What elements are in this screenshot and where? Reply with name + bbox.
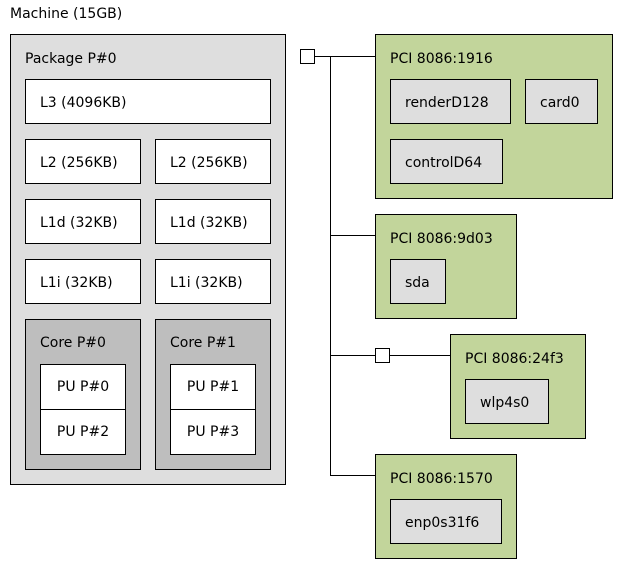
core-label: Core P#1 (170, 335, 236, 351)
os-device-controld64: controlD64 (390, 139, 503, 184)
pci-label: PCI 8086:1570 (390, 471, 493, 487)
l2-cache-label: L2 (256KB) (40, 155, 118, 171)
pu-3: PU P#3 (170, 409, 256, 455)
l1i-cache-1: L1i (32KB) (155, 259, 271, 304)
pci-link-3 (330, 475, 375, 476)
os-device-label: enp0s31f6 (405, 515, 480, 531)
l1d-cache-1: L1d (32KB) (155, 199, 271, 244)
pu-2: PU P#2 (40, 409, 126, 455)
host-bridge-link (315, 56, 375, 57)
pci-link-2 (330, 355, 375, 356)
l1d-cache-label: L1d (32KB) (40, 215, 118, 231)
l3-cache: L3 (4096KB) (25, 79, 271, 124)
l1i-cache-label: L1i (32KB) (170, 275, 243, 291)
os-device-label: controlD64 (405, 155, 483, 171)
l1i-cache-0: L1i (32KB) (25, 259, 141, 304)
pu-0: PU P#0 (40, 364, 126, 410)
l2-cache-0: L2 (256KB) (25, 139, 141, 184)
pci-label: PCI 8086:24f3 (465, 351, 564, 367)
pci-link-1 (330, 235, 375, 236)
pu-label: PU P#0 (56, 379, 110, 395)
os-device-label: wlp4s0 (480, 395, 530, 411)
os-device-wlp4s0: wlp4s0 (465, 379, 549, 424)
os-device-label: card0 (540, 95, 580, 111)
pci-label: PCI 8086:9d03 (390, 231, 493, 247)
os-device-renderd128: renderD128 (390, 79, 511, 124)
os-device-sda: sda (390, 259, 446, 304)
l1d-cache-0: L1d (32KB) (25, 199, 141, 244)
os-device-label: sda (405, 275, 430, 291)
pci-bridge-square (375, 348, 390, 363)
pci-bus-trunk (330, 56, 331, 476)
core-label: Core P#0 (40, 335, 106, 351)
pci-link-2b (390, 355, 450, 356)
host-bridge-square (300, 49, 315, 64)
l3-cache-label: L3 (4096KB) (40, 95, 127, 111)
pu-1: PU P#1 (170, 364, 256, 410)
pu-label: PU P#2 (56, 424, 110, 440)
os-device-card0: card0 (525, 79, 598, 124)
l2-cache-label: L2 (256KB) (170, 155, 248, 171)
l2-cache-1: L2 (256KB) (155, 139, 271, 184)
l1i-cache-label: L1i (32KB) (40, 275, 113, 291)
pu-label: PU P#1 (186, 379, 240, 395)
machine-label: Machine (15GB) (10, 6, 123, 22)
os-device-enp0s31f6: enp0s31f6 (390, 499, 502, 544)
pci-label: PCI 8086:1916 (390, 51, 493, 67)
os-device-label: renderD128 (405, 95, 489, 111)
package-label: Package P#0 (25, 51, 117, 67)
l1d-cache-label: L1d (32KB) (170, 215, 248, 231)
pu-label: PU P#3 (186, 424, 240, 440)
